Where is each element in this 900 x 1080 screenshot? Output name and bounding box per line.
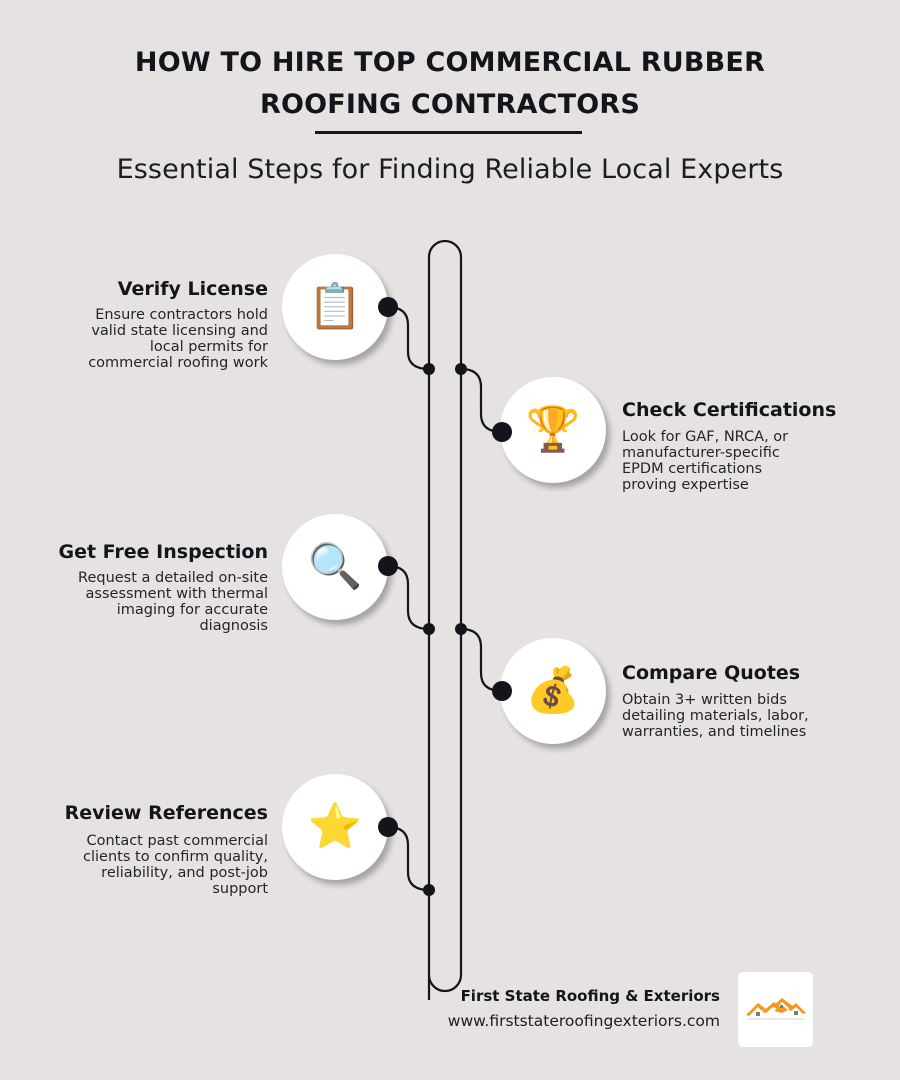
- step-2-icon-circle: 🏆: [500, 377, 606, 483]
- desc-line: clients to confirm quality,: [83, 849, 268, 865]
- desc-line: commercial roofing work: [88, 355, 268, 371]
- desc-line: proving expertise: [622, 477, 749, 493]
- company-logo: [738, 972, 813, 1047]
- step-1-title: Verify License: [117, 278, 268, 300]
- company-url[interactable]: www.firststateroofingexteriors.com: [447, 1012, 720, 1030]
- step-2-description: Look for GAF, NRCA, or manufacturer-spec…: [622, 429, 788, 493]
- step-4-icon-circle: 💰: [500, 638, 606, 744]
- roof-logo-icon: [745, 997, 806, 1019]
- title-line-2: ROOFING CONTRACTORS: [259, 89, 641, 120]
- step-2-title: Check Certifications: [622, 399, 837, 421]
- step-5-title: Review References: [64, 802, 268, 824]
- desc-line: warranties, and timelines: [622, 724, 807, 740]
- step-3-icon-circle: 🔍: [282, 514, 388, 620]
- money-bag-icon: 💰: [525, 665, 581, 716]
- clipboard-icon: 📋: [307, 281, 363, 332]
- company-name: First State Roofing & Exteriors: [460, 987, 720, 1005]
- title-divider: [315, 131, 582, 134]
- step-1-icon-circle: 📋: [282, 254, 388, 360]
- desc-line: manufacturer-specific: [622, 445, 780, 461]
- desc-line: reliability, and post-job: [101, 865, 268, 881]
- desc-line: local permits for: [149, 339, 268, 355]
- desc-line: valid state licensing and: [91, 323, 268, 339]
- trophy-icon: 🏆: [525, 404, 581, 455]
- desc-line: detailing materials, labor,: [622, 708, 809, 724]
- step-4-title: Compare Quotes: [622, 662, 801, 684]
- desc-line: EPDM certifications: [622, 461, 763, 477]
- desc-line: Request a detailed on-site: [78, 570, 268, 586]
- page-title: HOW TO HIRE TOP COMMERCIAL RUBBER ROOFIN…: [0, 42, 900, 126]
- page-subtitle: Essential Steps for Finding Reliable Loc…: [116, 154, 784, 185]
- magnifying-glass-icon: 🔍: [307, 541, 363, 592]
- step-5-icon-circle: ⭐: [282, 774, 388, 880]
- step-5-description: Contact past commercial clients to confi…: [83, 833, 268, 897]
- desc-line: Ensure contractors hold: [95, 307, 268, 323]
- step-1-description: Ensure contractors hold valid state lice…: [88, 307, 268, 371]
- desc-line: Look for GAF, NRCA, or: [622, 429, 789, 445]
- star-icon: ⭐: [307, 801, 363, 852]
- desc-line: Contact past commercial: [86, 833, 268, 849]
- title-line-1: HOW TO HIRE TOP COMMERCIAL RUBBER: [134, 47, 766, 78]
- step-3-description: Request a detailed on-site assessment wi…: [78, 570, 268, 634]
- step-4-description: Obtain 3+ written bids detailing materia…: [622, 692, 809, 740]
- desc-line: diagnosis: [199, 618, 268, 634]
- desc-line: imaging for accurate: [116, 602, 268, 618]
- desc-line: Obtain 3+ written bids: [622, 692, 787, 708]
- desc-line: support: [212, 881, 268, 897]
- desc-line: assessment with thermal: [85, 586, 268, 602]
- step-3-title: Get Free Inspection: [58, 541, 268, 563]
